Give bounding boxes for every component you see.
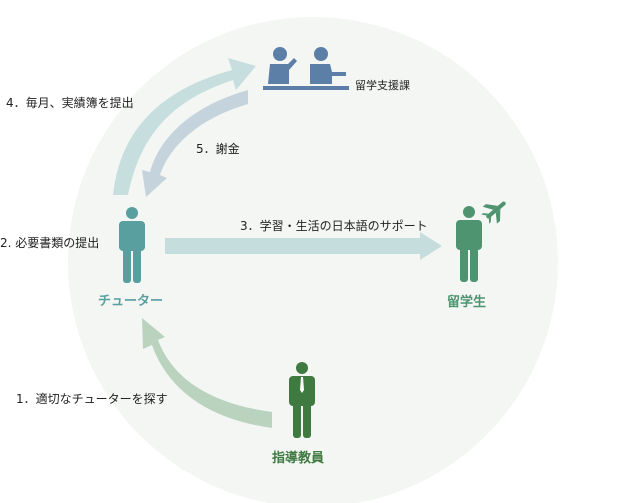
teacher-label: 指導教員: [272, 451, 325, 466]
student-person-icon: [456, 206, 482, 282]
office-label: 留学支援課: [355, 79, 410, 92]
arrow-support: [165, 232, 442, 260]
step3-label: 3．学習・生活の日本語のサポート: [240, 219, 428, 233]
step1-label: 1．適切なチューターを探す: [16, 392, 168, 406]
background-circle: [68, 17, 558, 503]
arrow-search-tutor: [142, 318, 272, 428]
arrow-reward: [142, 90, 248, 197]
airplane-icon: [481, 201, 506, 224]
step2-label: 2. 必要書類の提出: [0, 236, 100, 250]
teacher-person-icon: [289, 362, 315, 438]
step4-label: 4．毎月、実績簿を提出: [6, 96, 134, 110]
arrow-monthly-report: [113, 58, 256, 195]
tutor-person-icon: [119, 207, 145, 283]
step5-label: 5．謝金: [196, 142, 240, 156]
office-meeting-icon: [263, 47, 349, 90]
tutor-label: チューター: [98, 294, 164, 309]
student-label: 留学生: [447, 295, 487, 310]
